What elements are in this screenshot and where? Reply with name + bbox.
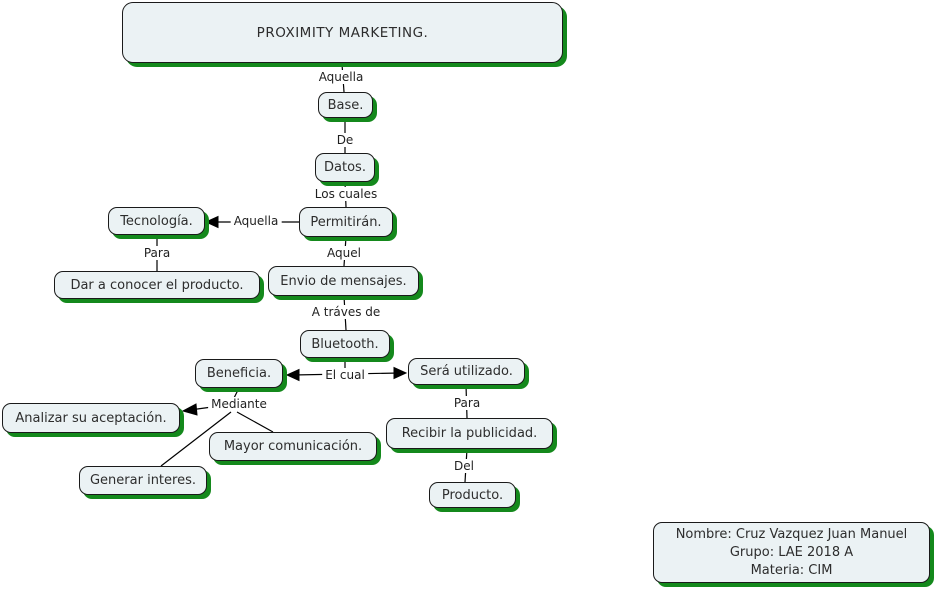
node-generar-interes[interactable]: Generar interes. — [79, 466, 207, 495]
author-group-line: Grupo: LAE 2018 A — [729, 544, 854, 560]
node-datos[interactable]: Datos. — [315, 153, 375, 182]
connector-line — [236, 411, 274, 433]
node-dar-a-conocer-el-producto[interactable]: Dar a conocer el producto. — [54, 271, 260, 299]
node-bluetooth[interactable]: Bluetooth. — [300, 330, 390, 358]
arrowhead — [285, 368, 300, 382]
node-recibir-la-publicidad[interactable]: Recibir la publicidad. — [386, 418, 553, 449]
link-label-el-cual[interactable]: El cual — [322, 368, 368, 382]
node-mayor-comunicacion[interactable]: Mayor comunicación. — [209, 432, 377, 461]
author-info-box[interactable]: Nombre: Cruz Vazquez Juan Manuel Grupo: … — [653, 522, 930, 583]
node-permitiran[interactable]: Permitirán. — [299, 207, 393, 237]
link-label-los-cuales[interactable]: Los cuales — [311, 187, 381, 201]
node-base[interactable]: Base. — [318, 92, 373, 118]
link-label-de[interactable]: De — [333, 133, 357, 147]
link-label-aquel[interactable]: Aquel — [324, 246, 364, 260]
arrowhead — [204, 215, 219, 229]
arrowhead — [393, 366, 408, 380]
arrowhead — [181, 403, 198, 416]
node-envio-de-mensajes[interactable]: Envio de mensajes. — [268, 266, 419, 296]
connector-line — [233, 387, 240, 399]
link-label-mediante[interactable]: Mediante — [208, 397, 270, 411]
node-tecnologia[interactable]: Tecnología. — [108, 207, 205, 235]
link-label-a-traves-de[interactable]: A tráves de — [308, 305, 384, 319]
link-label-para-right[interactable]: Para — [450, 396, 484, 410]
node-proximity-marketing[interactable]: PROXIMITY MARKETING. — [122, 2, 563, 63]
node-analizar-su-aceptacion[interactable]: Analizar su aceptación. — [2, 403, 180, 433]
node-producto[interactable]: Producto. — [429, 482, 516, 508]
author-subject-line: Materia: CIM — [750, 562, 833, 578]
link-label-aquella-mid[interactable]: Aquella — [230, 214, 282, 228]
node-beneficia[interactable]: Beneficia. — [195, 359, 283, 388]
link-label-del[interactable]: Del — [451, 459, 477, 473]
link-label-aquella-top[interactable]: Aquella — [315, 70, 367, 84]
author-name-line: Nombre: Cruz Vazquez Juan Manuel — [675, 526, 908, 542]
node-sera-utilizado[interactable]: Será utilizado. — [408, 358, 525, 385]
link-label-para-left[interactable]: Para — [140, 246, 174, 260]
connector-line — [160, 411, 232, 467]
